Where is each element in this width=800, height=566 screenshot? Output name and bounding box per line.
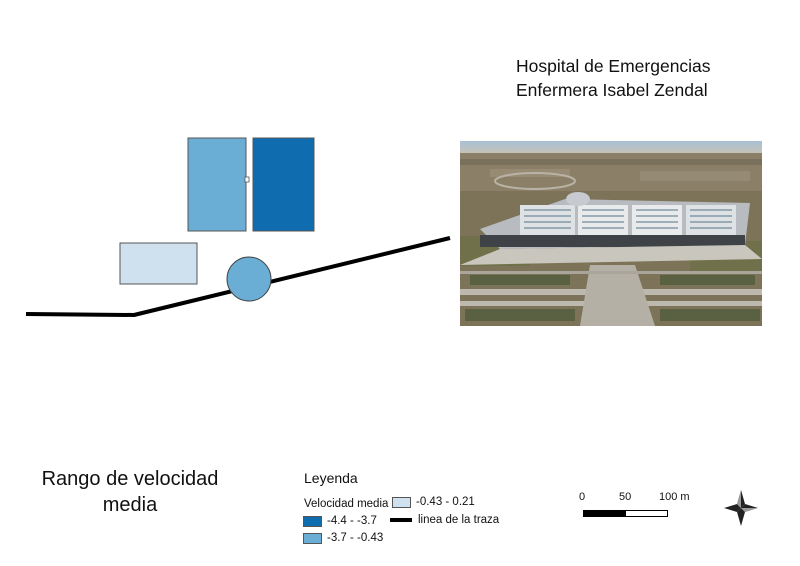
- map-title: Rango de velocidad media: [20, 466, 240, 518]
- zone-dark-blue-rect: [252, 137, 315, 232]
- legend-item-dark: -4.4 - -3.7: [303, 515, 377, 527]
- north-arrow-icon: [724, 490, 758, 526]
- hospital-title-line2: Enfermera Isabel Zendal: [516, 80, 708, 100]
- legend-label-trace: linea de la traza: [418, 514, 500, 526]
- scale-label-100: 100 m: [659, 491, 690, 503]
- hospital-title: Hospital de Emergencias Enfermera Isabel…: [516, 54, 711, 102]
- legend-label-light: -0.43 - 0.21: [416, 496, 475, 508]
- scale-bar-black-segment: [584, 511, 626, 516]
- legend-swatch-dark: [303, 515, 322, 527]
- hospital-title-line1: Hospital de Emergencias: [516, 56, 711, 76]
- map-title-line1: Rango de velocidad: [41, 468, 219, 490]
- zone-connector: [244, 176, 250, 183]
- legend-item-light: -0.43 - 0.21: [392, 496, 475, 508]
- zone-mid-blue-rect: [187, 137, 247, 232]
- legend-title: Leyenda: [304, 470, 358, 486]
- map-title-line2: media: [102, 494, 158, 516]
- scale-label-50: 50: [619, 491, 632, 503]
- aerial-photo: [460, 141, 762, 326]
- legend-item-mid: -3.7 - -0.43: [303, 532, 383, 544]
- trace-line: [25, 236, 451, 317]
- legend-item-trace: linea de la traza: [390, 514, 499, 526]
- legend-swatch-trace: [390, 518, 412, 522]
- legend-swatch-light: [392, 496, 411, 508]
- scale-bar-white-segment: [625, 511, 667, 516]
- legend-subtitle: Velocidad media: [304, 498, 389, 510]
- zone-mid-blue-circle: [226, 256, 272, 302]
- legend-label-mid: -3.7 - -0.43: [327, 532, 384, 544]
- legend-label-dark: -4.4 - -3.7: [327, 515, 377, 527]
- scale-bar: [583, 510, 668, 517]
- legend-swatch-mid: [303, 532, 322, 544]
- scale-label-0: 0: [579, 491, 586, 503]
- zone-light-blue-rect: [119, 242, 198, 285]
